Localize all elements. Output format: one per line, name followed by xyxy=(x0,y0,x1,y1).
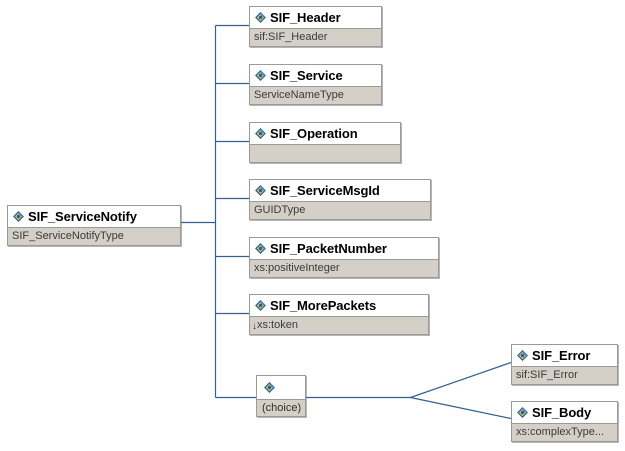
node-name: SIF_Error xyxy=(532,348,591,363)
node-type: ServiceNameType xyxy=(250,86,381,104)
choice-label: (choice) xyxy=(257,399,305,416)
schema-element-icon xyxy=(255,12,266,23)
schema-element-icon xyxy=(255,185,266,196)
node-name: SIF_ServiceMsgId xyxy=(270,183,380,198)
node-header xyxy=(257,376,305,399)
node-type: xs:complexType... xyxy=(512,423,617,441)
node-name: SIF_ServiceNotify xyxy=(28,209,137,224)
schema-element-icon xyxy=(517,407,528,418)
node-type xyxy=(250,144,400,162)
node-sif-operation[interactable]: SIF_Operation xyxy=(249,122,401,163)
schema-element-icon xyxy=(255,70,266,81)
node-header: SIF_Body xyxy=(512,402,617,423)
node-name: SIF_Service xyxy=(270,68,343,83)
node-name: SIF_MorePackets xyxy=(270,298,377,313)
node-header: SIF_Service xyxy=(250,65,381,86)
schema-element-icon xyxy=(255,300,266,311)
node-sif-service[interactable]: SIF_Service ServiceNameType xyxy=(249,64,382,105)
schema-element-icon xyxy=(517,350,528,361)
node-name: SIF_Body xyxy=(532,405,592,420)
node-sif-header[interactable]: SIF_Header sif:SIF_Header xyxy=(249,6,382,47)
node-type: SIF_ServiceNotifyType xyxy=(8,227,180,245)
node-sif-packetnumber[interactable]: SIF_PacketNumber xs:positiveInteger xyxy=(249,237,439,278)
node-sif-morepackets[interactable]: SIF_MorePackets ↓xs:token xyxy=(249,294,429,335)
node-type: xs:positiveInteger xyxy=(250,259,438,277)
node-header: SIF_MorePackets xyxy=(250,295,428,316)
node-sif-servicemsgid[interactable]: SIF_ServiceMsgId GUIDType xyxy=(249,179,431,220)
node-sif-error[interactable]: SIF_Error sif:SIF_Error xyxy=(511,344,618,385)
schema-element-icon xyxy=(13,211,24,222)
node-name: SIF_Header xyxy=(270,10,341,25)
node-header: SIF_PacketNumber xyxy=(250,238,438,259)
node-type-text: xs:token xyxy=(257,319,298,331)
node-type: sif:SIF_Error xyxy=(512,366,617,384)
node-sif-body[interactable]: SIF_Body xs:complexType... xyxy=(511,401,618,442)
node-header: SIF_ServiceMsgId xyxy=(250,180,430,201)
node-header: SIF_ServiceNotify xyxy=(8,206,180,227)
node-type: GUIDType xyxy=(250,201,430,219)
node-sif-servicenotify[interactable]: SIF_ServiceNotify SIF_ServiceNotifyType xyxy=(7,205,181,246)
connector-choice-to-sif-body xyxy=(410,396,512,420)
node-header: SIF_Operation xyxy=(250,123,400,144)
schema-element-icon xyxy=(255,128,266,139)
node-choice[interactable]: (choice) xyxy=(256,375,306,417)
schema-choice-icon xyxy=(264,382,275,393)
node-type: sif:SIF_Header xyxy=(250,28,381,46)
connector-choice-to-sif-error xyxy=(410,361,512,399)
down-arrow-icon: ↓ xyxy=(252,321,257,332)
schema-element-icon xyxy=(255,243,266,254)
node-name: SIF_PacketNumber xyxy=(270,241,387,256)
node-name: SIF_Operation xyxy=(270,126,358,141)
node-header: SIF_Error xyxy=(512,345,617,366)
node-type: ↓xs:token xyxy=(250,316,428,334)
node-header: SIF_Header xyxy=(250,7,381,28)
